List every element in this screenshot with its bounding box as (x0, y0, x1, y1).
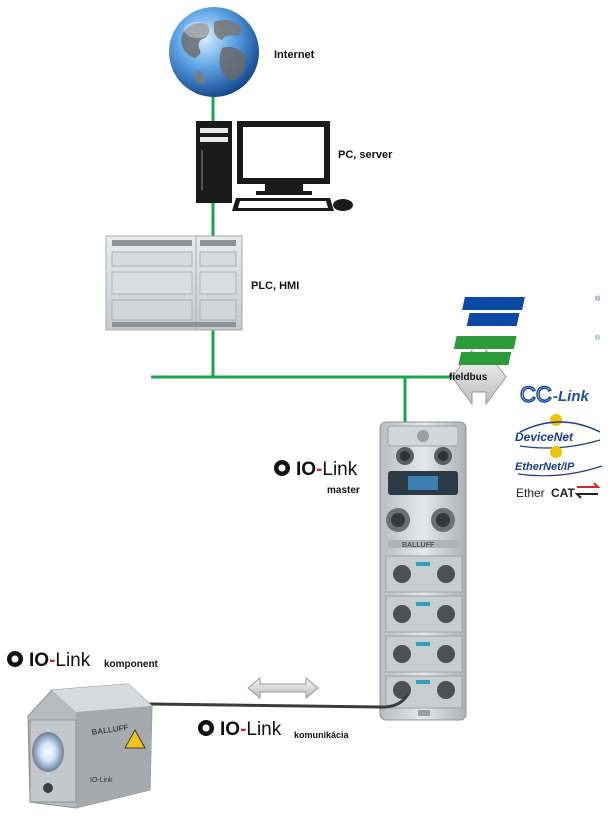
cclink-logo: CC -Link (519, 381, 589, 408)
svg-text:®: ® (595, 295, 601, 303)
svg-text:-Link: -Link (553, 388, 589, 405)
svg-text:®: ® (595, 334, 601, 342)
svg-text:CAT: CAT (551, 486, 575, 500)
svg-text:DeviceNet: DeviceNet (515, 430, 574, 444)
iolink-sensor-device: BALLUFF IO-Link (27, 683, 153, 809)
svg-text:BUS: BUS (540, 315, 569, 327)
svg-text:EtherNet/IP: EtherNet/IP (515, 461, 575, 473)
komunikacia-label: komunikácia (294, 730, 350, 740)
ethernetip-logo: EtherNet/IP (515, 446, 603, 477)
iolink-comm-arrow-icon (247, 676, 319, 700)
ethercat-logo: Ether CAT (516, 482, 601, 500)
plc-label: PLC, HMI (251, 280, 299, 292)
iolink-cable (128, 693, 410, 713)
master-label: master (327, 485, 360, 496)
pc-icon (196, 121, 353, 211)
svg-text:PROFI: PROFI (534, 299, 573, 311)
iolink-master-logo: IO-Link (274, 459, 358, 480)
svg-text:Ether: Ether (516, 486, 545, 500)
svg-text:IO-Link: IO-Link (90, 777, 113, 784)
iolink-communication-logo: IO-Link (198, 719, 282, 740)
komponent-label: komponent (104, 659, 159, 670)
plc-device (105, 235, 243, 331)
fieldbus-logos: PROFI BUS ® PROFI NET ® CC -Link DeviceN… (453, 295, 603, 500)
svg-text:IO-Link: IO-Link (220, 719, 282, 740)
svg-text:IO-Link: IO-Link (296, 459, 358, 480)
svg-text:NET: NET (540, 354, 568, 366)
svg-text:CC: CC (520, 382, 552, 407)
fieldbus-label: fieldbus (449, 372, 488, 383)
profibus-logo: PROFI BUS ® (462, 295, 601, 327)
devicenet-logo: DeviceNet (515, 414, 601, 449)
iolink-component-logo: IO-Link (7, 650, 91, 671)
globe-icon (169, 7, 259, 97)
internet-label: Internet (274, 49, 315, 61)
profinet-logo: PROFI NET ® (453, 334, 601, 366)
iolink-ports (385, 555, 463, 709)
svg-text:PROFI: PROFI (534, 338, 573, 350)
iolink-master-device: BALLUFF (379, 421, 467, 721)
pc-label: PC, server (338, 149, 393, 161)
svg-text:BALLUFF: BALLUFF (402, 542, 435, 549)
svg-text:IO-Link: IO-Link (29, 650, 91, 671)
